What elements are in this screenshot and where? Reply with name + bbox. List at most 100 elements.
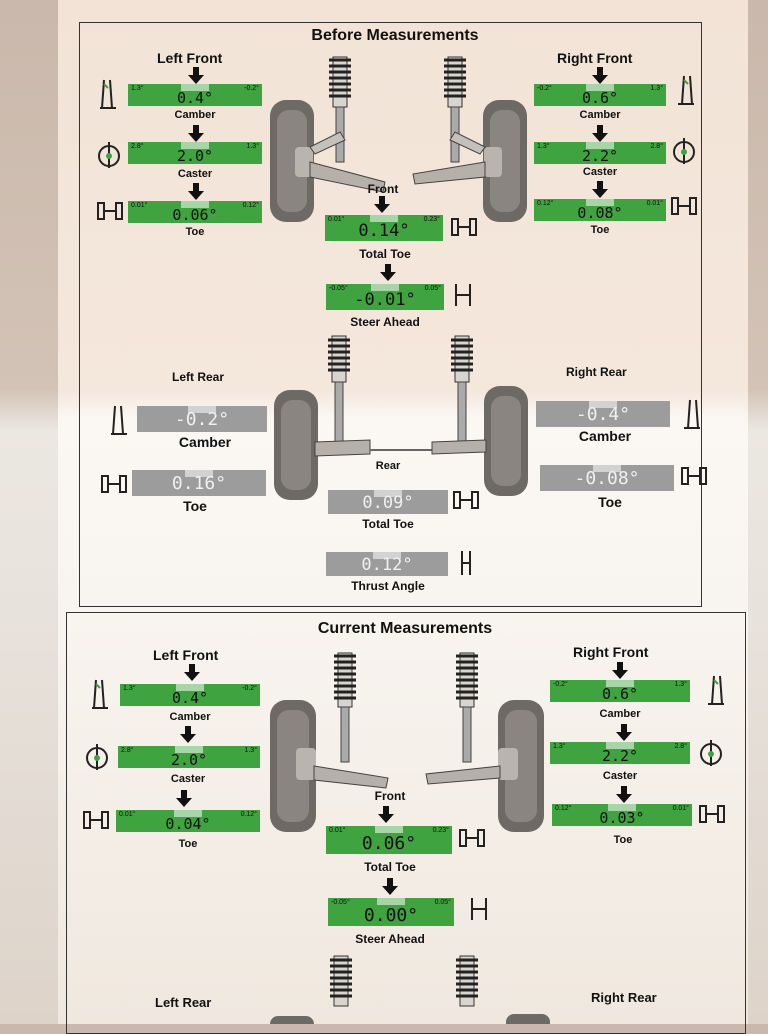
steer-ahead-icon [455,284,471,306]
left-rear-wheel-icon [274,390,318,500]
toe-gauge-icon [459,829,485,847]
toe-gauge-icon [699,805,725,823]
before-lr-camber-value: -0.2° [174,409,230,430]
toe-gauge-icon [453,491,479,509]
camber-gauge-icon [708,675,724,705]
current-rf-toe-value: 0.03° [599,809,645,827]
before-rr-camber-label: Camber [578,428,632,444]
before-total-toe-value: 0.14° [358,221,410,241]
toe-gauge-icon [83,811,109,829]
current-left-front-heading: Left Front [153,647,219,663]
toe-gauge-icon [101,475,127,493]
steer-ahead-icon [471,898,487,920]
toe-gauge-icon [671,197,697,215]
current-lf-toe-label: Toe [178,838,198,850]
before-lf-caster-value: 2.0° [176,147,214,165]
current-lf-toe-value: 0.04° [165,815,211,833]
right-rear-strut-icon [456,955,478,1007]
camber-gauge-icon [684,399,700,429]
left-rear-strut-icon [314,335,371,457]
before-lr-toe-label: Toe [183,498,207,514]
right-front-wheel-icon [483,100,527,222]
before-rf-toe-meter: 0.12°0.01° 0.08° [534,199,666,222]
current-left-rear-heading: Left Rear [155,995,212,1010]
right-rear-wheel-icon [506,1014,550,1024]
before-rf-caster-value: 2.2° [581,147,619,165]
toe-gauge-icon [97,202,123,220]
current-rf-camber-meter: -0.2°1.3° 0.6° [550,680,690,703]
before-rr-camber-value: -0.4° [575,404,631,425]
current-rf-caster-value: 2.2° [601,747,639,765]
before-lf-toe-label: Toe [185,226,205,238]
before-left-rear-heading: Left Rear [172,370,225,384]
before-lf-caster-meter: 2.8°1.3° 2.0° [128,142,262,165]
before-rr-toe-label: Toe [598,494,622,510]
current-lf-camber-value: 0.4° [171,689,209,707]
before-rear-label: Rear [375,460,401,472]
before-total-toe-meter: 0.01°0.23° 0.14° [325,215,443,241]
before-lf-camber-meter: 1.3°-0.2° 0.4° [128,84,262,107]
current-steer-ahead-label: Steer Ahead [355,932,425,946]
before-steer-ahead-meter: -0.05°0.05° -0.01° [326,284,444,310]
current-front-label: Front [374,789,406,803]
before-lr-toe-value: 0.16° [171,473,227,494]
before-rr-toe-meter: -0.08° [540,465,674,491]
before-rf-camber-value: 0.6° [581,89,619,107]
before-front-label: Front [367,182,399,196]
current-title: Current Measurements [317,620,493,637]
before-lf-toe-value: 0.06° [172,206,218,224]
current-lf-camber-label: Camber [169,711,211,723]
current-rf-camber-label: Camber [599,708,641,720]
camber-gauge-icon [678,75,694,105]
before-thrust-angle-label: Thrust Angle [351,579,425,593]
camber-gauge-icon [92,679,108,709]
right-front-strut-icon [412,56,486,185]
rear-suspension-illustration [270,955,550,1024]
left-front-strut-icon [309,56,386,193]
before-rf-toe-label: Toe [590,224,610,236]
before-steer-ahead-label: Steer Ahead [350,315,420,329]
before-thrust-angle-meter: 0.12° [326,552,448,576]
current-rf-toe-label: Toe [613,834,633,846]
before-steer-ahead-value: -0.01° [354,290,416,310]
left-rear-strut-icon [330,955,352,1007]
left-front-wheel-icon [270,700,316,832]
before-lr-camber-meter: -0.2° [137,406,267,432]
current-lf-toe-meter: 0.01°0.12° 0.04° [116,810,260,833]
toe-gauge-icon [681,467,707,485]
caster-gauge-icon [673,138,695,164]
left-front-strut-icon [313,652,389,789]
before-lf-camber-value: 0.4° [176,89,214,107]
before-rf-toe-value: 0.08° [577,204,623,222]
caster-gauge-icon [86,744,108,770]
camber-gauge-icon [111,405,127,435]
before-rear-total-toe-meter: 0.09° [328,490,448,514]
before-title: Before Measurements [311,27,479,44]
before-lf-caster-label: Caster [177,168,213,180]
front-suspension-illustration [270,56,527,222]
before-rear-total-toe-label: Total Toe [362,517,414,531]
toe-gauge-icon [451,218,477,236]
camber-gauge-icon [100,79,116,109]
before-rr-toe-value: -0.08° [574,468,640,489]
rear-suspension-illustration [274,335,528,500]
before-left-front-heading: Left Front [157,50,223,66]
current-steer-ahead-meter: -0.05°0.05° 0.00° [328,898,454,926]
current-rf-camber-value: 0.6° [601,685,639,703]
current-total-toe-meter: 0.01°0.23° 0.06° [326,826,452,854]
before-lf-camber-label: Camber [174,109,216,121]
current-right-rear-heading: Right Rear [591,990,657,1005]
before-thrust-angle-value: 0.12° [361,555,413,575]
current-right-front-heading: Right Front [573,644,649,660]
thrust-angle-icon [461,551,471,575]
current-lf-camber-meter: 1.3°-0.2° 0.4° [120,684,260,707]
before-total-toe-label: Total Toe [359,247,411,261]
before-rr-camber-meter: -0.4° [536,401,670,427]
before-rf-caster-meter: 1.3°2.8° 2.2° [534,142,666,165]
current-rf-caster-label: Caster [602,770,638,782]
current-total-toe-value: 0.06° [361,833,417,854]
current-steer-ahead-value: 0.00° [363,905,419,926]
left-front-wheel-icon [270,100,314,222]
before-rf-camber-label: Camber [579,109,621,121]
right-rear-wheel-icon [484,386,528,496]
